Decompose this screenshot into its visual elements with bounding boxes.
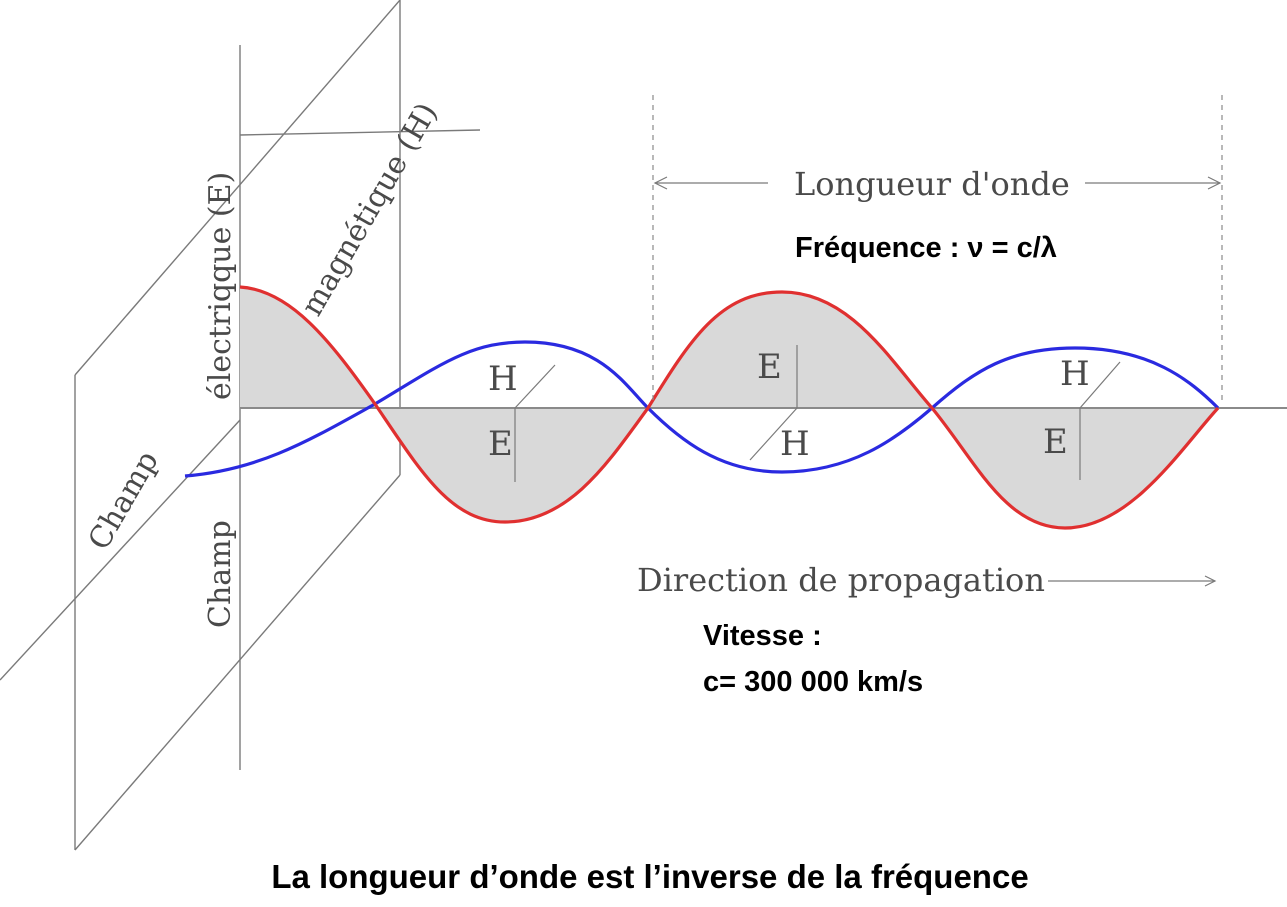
h-vector-label: H: [780, 424, 810, 464]
h-vector-label: H: [1060, 354, 1090, 394]
electric-field-label-line1: Champ: [203, 520, 238, 628]
magnetic-field-label-line2: magnétique (H): [295, 97, 445, 322]
electric-field-label-line2: électriqque (E): [203, 172, 238, 400]
propagation-label: Direction de propagation: [637, 561, 1045, 599]
electric-wave: [239, 285, 1220, 530]
field-vectors: [514, 345, 1121, 482]
e-vector-label: E: [488, 424, 513, 464]
wavelength-label: Longueur d'onde: [794, 165, 1070, 203]
frequency-formula: Fréquence : ν = c/λ: [795, 232, 1057, 264]
speed-label: Vitesse :: [703, 620, 822, 652]
magnetic-field-plane: [74, 0, 401, 851]
speed-value: c= 300 000 km/s: [703, 666, 923, 698]
propagation-arrowhead: [1204, 575, 1217, 587]
h-vector-label: H: [488, 359, 518, 399]
e-vector-label: E: [757, 347, 782, 387]
caption: La longueur d’onde est l’inverse de la f…: [271, 858, 1028, 895]
magnetic-field-label-line1: Champ: [82, 445, 166, 556]
wavelength-bracket: [652, 95, 1223, 400]
e-vector-label: E: [1043, 422, 1068, 462]
